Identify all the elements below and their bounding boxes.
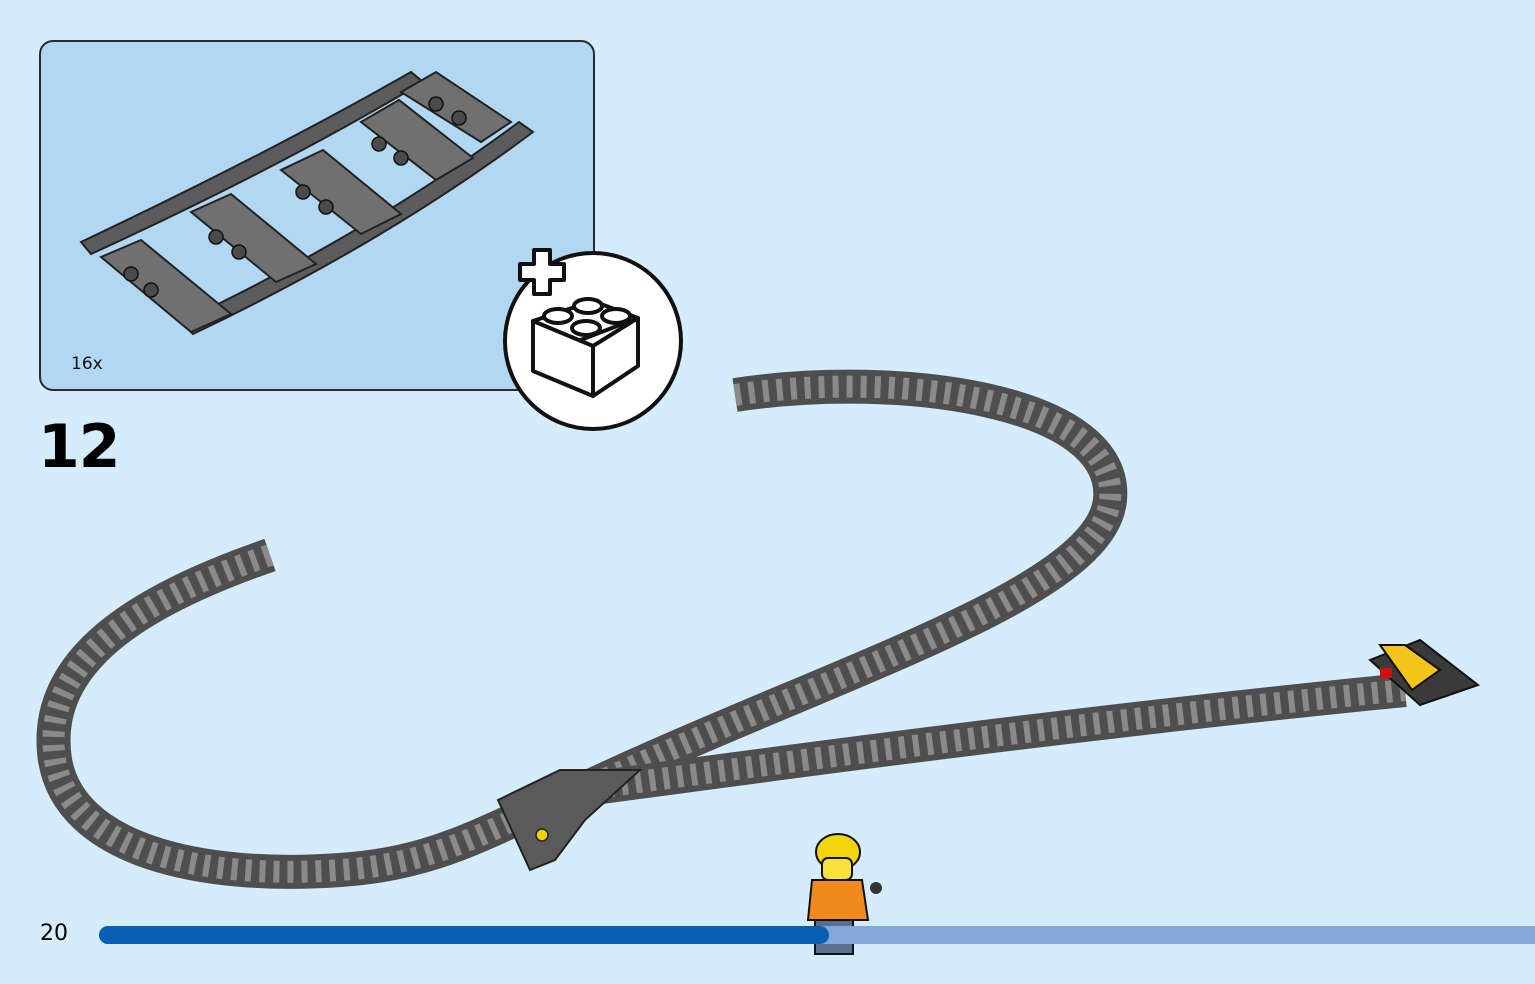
worker-minifigure-icon: [806, 833, 882, 955]
step-number: 12: [38, 412, 120, 482]
switch-lever-icon: [535, 828, 549, 842]
buffer-stop-icon: [1368, 638, 1481, 707]
track-left-curve: [36, 538, 533, 889]
progress-bar-fill: [99, 926, 829, 944]
part-quantity: 16x: [71, 354, 103, 374]
curved-rail-icon: [79, 70, 535, 336]
progress-bar: [99, 926, 1535, 944]
plus-brick-icon: [503, 248, 683, 431]
page-number: 20: [40, 921, 68, 946]
parts-callout: 16x: [39, 40, 595, 391]
track-switch: [496, 769, 643, 872]
